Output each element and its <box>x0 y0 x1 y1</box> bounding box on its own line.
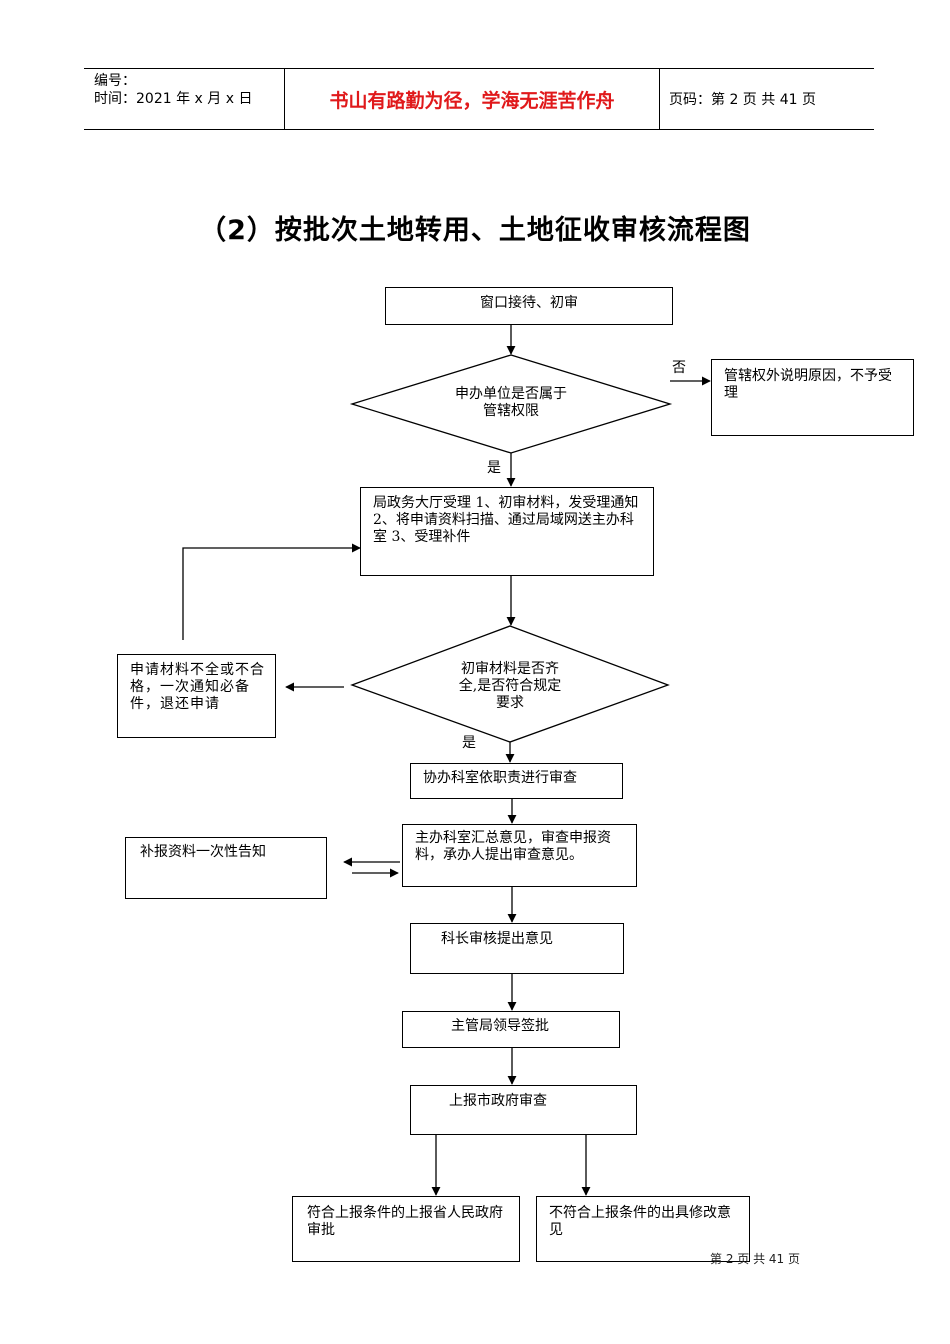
node-section-chief-review: 科长审核提出意见 <box>410 923 624 974</box>
node-incomplete-materials: 申请材料不全或不合格，一次通知必备件，退还申请 <box>117 654 276 738</box>
label-yes-materials: 是 <box>462 735 476 751</box>
node-jurisdiction-decision: 申办单位是否属于 管辖权限 <box>455 386 567 419</box>
node-co-department-review: 协办科室依职责进行审查 <box>410 763 623 799</box>
document-number-label: 编号： <box>94 73 136 89</box>
label-yes-jurisdiction: 是 <box>487 460 501 476</box>
node-main-department-summary: 主办科室汇总意见，审查申报资料，承办人提出审查意见。 <box>402 824 637 887</box>
node-qualified-submit: 符合上报条件的上报省人民政府审批 <box>292 1196 520 1262</box>
node-bureau-leader-approval: 主管局领导签批 <box>402 1011 620 1048</box>
node-city-government-review: 上报市政府审查 <box>410 1085 637 1135</box>
header-meta: 编号： 时间：2021 年 x 月 x 日 <box>84 69 284 129</box>
header-motto: 书山有路勤为径，学海无涯苦作舟 <box>284 69 660 129</box>
node-reception: 窗口接待、初审 <box>385 287 673 325</box>
node-supplement-notice: 补报资料一次性告知 <box>125 837 327 899</box>
page-footer: 第 2 页 共 41 页 <box>710 1252 800 1266</box>
header-page-info: 页码：第 2 页 共 41 页 <box>669 92 816 108</box>
page-title: （2）按批次土地转用、土地征收审核流程图 <box>199 215 751 246</box>
node-hall-acceptance: 局政务大厅受理 1、初审材料，发受理通知 2、将申请资料扫描、通过局域网送主办科… <box>360 487 654 576</box>
edge-resubmit-loop <box>182 543 361 640</box>
label-no: 否 <box>672 360 686 376</box>
node-materials-decision: 初审材料是否齐 全,是否符合规定 要求 <box>458 661 562 711</box>
node-out-of-jurisdiction: 管辖权外说明原因，不予受理 <box>711 359 914 436</box>
page-header: 编号： 时间：2021 年 x 月 x 日 书山有路勤为径，学海无涯苦作舟 页码… <box>84 68 874 130</box>
document-time-label: 时间：2021 年 x 月 x 日 <box>94 91 253 107</box>
node-unqualified-revise: 不符合上报条件的出具修改意见 <box>536 1196 750 1262</box>
